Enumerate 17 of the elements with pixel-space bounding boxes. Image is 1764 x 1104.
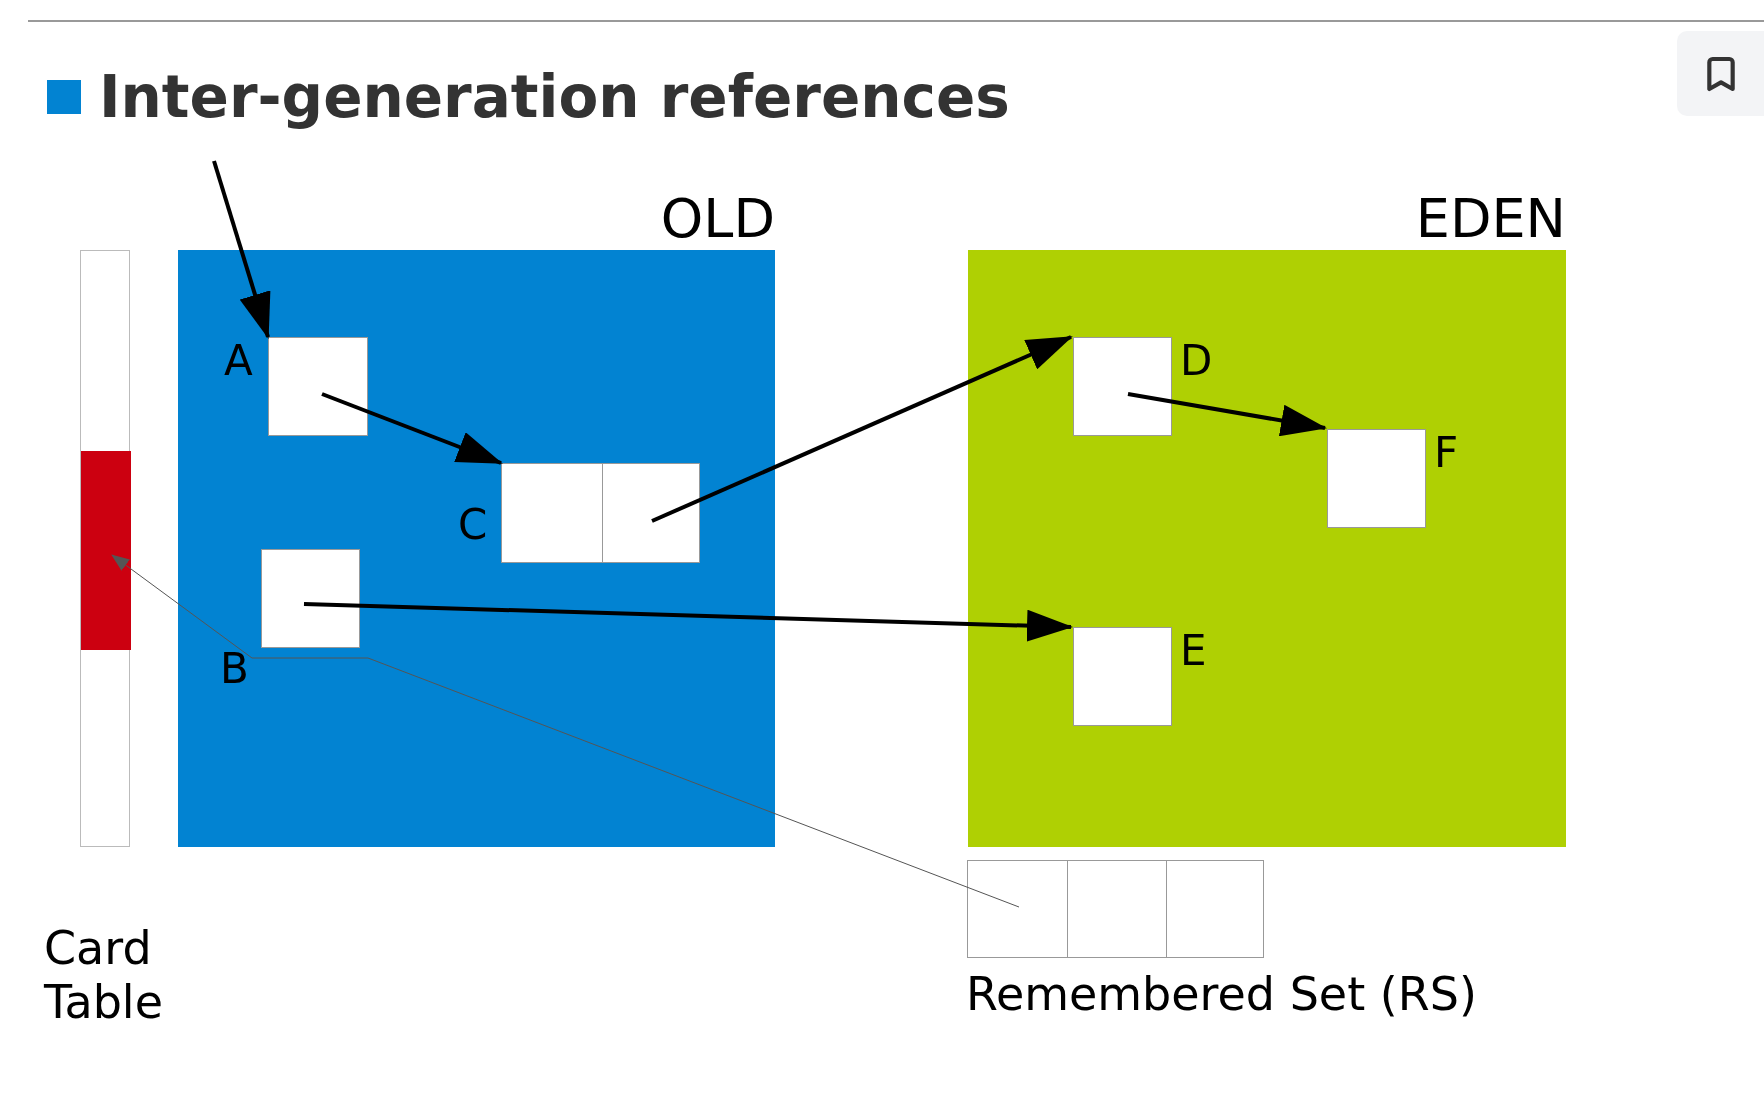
object-label: A [224, 340, 253, 382]
arrow [303, 602, 1073, 642]
object-label: B [220, 648, 249, 690]
arrow [212, 160, 271, 339]
object-label: F [1434, 432, 1459, 474]
region-label: EDEN [1415, 192, 1566, 246]
arrow [321, 392, 503, 465]
object-label: C [458, 504, 488, 546]
card-table-label: Card Table [44, 921, 164, 1029]
dirty-card [81, 451, 131, 650]
object-label: D [1180, 340, 1213, 382]
arrow [1127, 392, 1327, 437]
region-label: OLD [660, 192, 775, 246]
object-label: E [1180, 630, 1207, 672]
remembered-set-label: Remembered Set (RS) [966, 971, 1477, 1017]
arrow [111, 554, 1020, 908]
arrow [651, 335, 1073, 523]
